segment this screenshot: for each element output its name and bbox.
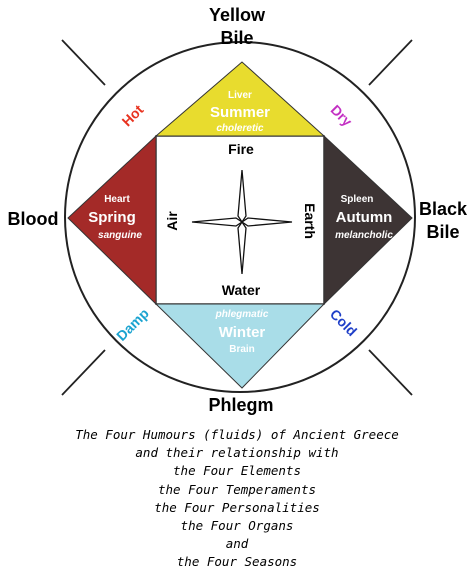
humour-blood: Blood [8,209,59,229]
winter-season: Winter [219,324,266,341]
winter-temperament: phlegmatic [215,309,269,320]
humours-diagram: Yellow Bile Blood Black Bile Phlegm Hot … [8,5,468,415]
quality-dry: Dry [328,102,356,130]
humour-yellow-bile-line1: Yellow [209,5,266,25]
winter-triangle [154,303,326,389]
summer-triangle [154,61,326,137]
caption-line: the Four Personalities [154,499,320,515]
element-fire: Fire [228,141,254,157]
autumn-season: Autumn [336,209,393,226]
summer-season: Summer [210,104,270,121]
caption-line: the Four Temperaments [157,481,317,497]
element-water: Water [222,282,261,298]
winter-organ: Brain [229,344,255,355]
quality-damp: Damp [113,305,152,344]
humour-black-bile-line2: Bile [426,222,459,242]
caption-line: The Four Humours (fluids) of Ancient Gre… [75,427,399,442]
caption-line: and their relationship with [135,445,339,461]
autumn-triangle [323,134,413,306]
humour-yellow-bile-line2: Bile [220,28,253,48]
caption-line: the Four Organs [180,518,294,534]
diagonal-line-bottom-right [368,349,413,396]
caption-line: the Four Seasons [176,554,298,570]
autumn-temperament: melancholic [335,230,393,241]
element-earth: Earth [302,203,318,239]
quality-hot: Hot [119,101,147,129]
quality-cold: Cold [327,306,360,339]
diagonal-line-bottom-left [61,349,106,396]
diagonal-line-top-left [61,39,106,86]
caption-line: and [225,536,249,552]
humour-black-bile-line1: Black [419,199,468,219]
caption: The Four Humours (fluids) of Ancient Gre… [0,426,474,572]
summer-temperament: choleretic [216,123,264,134]
spring-organ: Heart [104,194,130,205]
compass-star-icon [191,169,293,275]
element-air: Air [164,211,180,231]
caption-line: the Four Elements [173,463,301,479]
spring-temperament: sanguine [98,230,142,241]
autumn-organ: Spleen [341,194,374,205]
spring-season: Spring [88,209,136,226]
summer-organ: Liver [228,90,252,101]
outer-circle [64,41,416,393]
humour-phlegm: Phlegm [208,395,273,415]
spring-triangle [67,134,157,306]
diagonal-line-top-right [368,39,413,86]
